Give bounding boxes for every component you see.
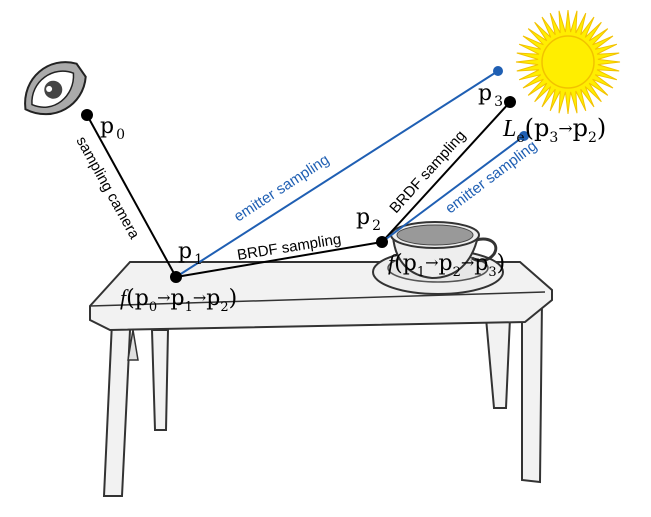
eye-icon [24, 61, 87, 116]
label-brdf-sampling-1: BRDF sampling [236, 231, 342, 264]
table-leg-back-left [150, 329, 170, 431]
arrow-glyph: → [558, 119, 572, 139]
sun-disc [541, 35, 595, 89]
p2-to-p3-segment [381, 101, 511, 243]
arrow-glyph: → [193, 288, 206, 307]
formula-f-p1-p2-p3: f(p1→p2→p3) [388, 250, 505, 280]
cup-handle [471, 237, 498, 263]
point-p0 [81, 109, 93, 121]
point-p2 [376, 236, 388, 248]
arrow-glyph: → [425, 253, 438, 272]
emitter-sample-point-1 [493, 66, 503, 76]
table-leg-back-right [484, 317, 512, 409]
arrow-glyph: → [461, 253, 474, 272]
emitter-sampling-ray-p2 [381, 135, 525, 243]
cup-inside [396, 224, 474, 246]
table-leg-front-left [102, 320, 132, 497]
table-edge [89, 291, 546, 307]
arrow-glyph: → [157, 288, 170, 307]
label-sampling-camera: sampling camera [73, 134, 144, 243]
sun-icon [515, 9, 621, 115]
camera-to-p1-segment [86, 114, 177, 278]
formula-le-p3-p2: Le(p3→p2) [502, 114, 606, 146]
table-leg-front-right [521, 297, 544, 484]
label-emitter-sampling-1: emitter sampling [231, 151, 333, 225]
point-p1 [170, 271, 182, 283]
p1-to-p2-segment [175, 241, 383, 278]
formula-f-p0-p1-p2: f(p0→p1→p2) [120, 285, 237, 315]
emitter-sampling-ray-p1 [175, 70, 499, 278]
teacup-icon [372, 221, 504, 295]
table-leg-shadow [127, 329, 139, 361]
emitter-sample-point-2 [519, 131, 529, 141]
point-p3 [504, 96, 516, 108]
